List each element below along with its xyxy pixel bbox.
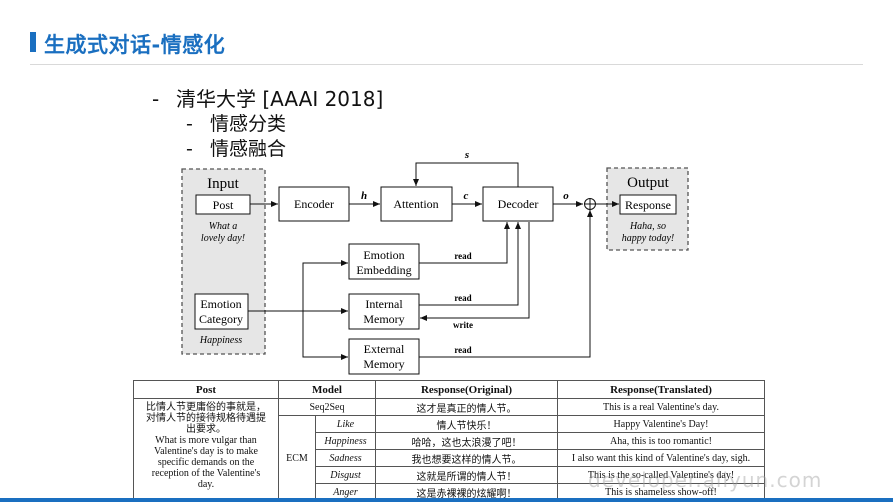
emotion-cell: Happiness [315, 432, 376, 450]
var-o: o [563, 190, 569, 202]
slide-title: 生成式对话-情感化 [44, 33, 226, 57]
internal-memory-label: Internal [365, 297, 403, 311]
post-line: day. [197, 479, 215, 490]
translated-cell: Happy Valentine's Day! [557, 415, 765, 433]
table-header-row: Post Model Response(Original) Response(T… [133, 380, 765, 399]
post-example-line: lovely day! [201, 233, 245, 244]
post-line: 对情人节的接待规格待遇提 [146, 413, 266, 424]
model-cell: Seq2Seq [278, 398, 376, 416]
post-line: specific demands on the [157, 457, 255, 468]
var-s: s [464, 149, 469, 161]
read-label: read [454, 293, 471, 303]
translated-cell: Aha, this is too romantic! [557, 432, 765, 450]
emotion-cell: Like [315, 415, 376, 433]
bullet-text: 情感融合 [210, 138, 287, 160]
original-cell: 哈哈，这也太浪漫了吧！ [375, 432, 558, 450]
response-box [619, 194, 677, 215]
watermark: developer.aliyun.com [588, 468, 823, 492]
internal-memory-label: Memory [363, 312, 404, 326]
emotion-embedding-box [348, 243, 420, 280]
table-header: Response(Translated) [557, 380, 765, 399]
post-line: Valentine's day is to make [154, 446, 258, 457]
arrow-decoder-state-feedback [413, 162, 519, 187]
external-memory-label: External [364, 342, 405, 356]
read-label: read [454, 251, 471, 261]
example-table: Post Model Response(Original) Response(T… [133, 380, 765, 501]
encoder-label: Encoder [294, 197, 334, 211]
read-label: read [454, 345, 471, 355]
bullet-text: 清华大学 [AAAI 2018] [176, 87, 384, 111]
post-example-line: What a [209, 221, 238, 232]
post-line: 出要求。 [186, 424, 226, 435]
title-divider [30, 64, 863, 65]
original-cell: 我也想要这样的情人节。 [375, 449, 558, 467]
arrow-category-external-memory [302, 311, 348, 360]
arrow-read-external-memory [419, 210, 593, 358]
arrow-write-internal-memory [420, 222, 530, 321]
post-line: What is more vulgar than [155, 435, 257, 446]
external-memory-label: Memory [363, 357, 404, 371]
bullet-item: -情感分类 [186, 113, 287, 135]
bullet-list: -清华大学 [AAAI 2018] -情感分类 -情感融合 [152, 86, 383, 162]
input-title: Input [207, 176, 239, 192]
original-cell: 这才是真正的情人节。 [375, 398, 558, 416]
write-label: write [453, 320, 473, 330]
emotion-embedding-label: Embedding [356, 263, 411, 277]
attention-label: Attention [393, 197, 438, 211]
table-row: Disgust 这就是所谓的情人节！ This is the so-called… [134, 466, 765, 484]
original-cell: 这就是所谓的情人节！ [375, 466, 558, 484]
var-h: h [361, 190, 367, 202]
translated-cell: I also want this kind of Valentine's day… [557, 449, 765, 467]
decoder-box [482, 186, 554, 222]
table-header: Post [133, 380, 279, 399]
response-label: Response [625, 198, 671, 212]
decoder-label: Decoder [498, 197, 539, 211]
arrow-read-embedding [419, 222, 510, 264]
internal-memory-box [348, 293, 420, 330]
post-label: Post [213, 198, 234, 212]
original-cell: 情人节快乐！ [375, 415, 558, 433]
ecm-model-cell: ECM [278, 415, 316, 501]
output-title: Output [627, 175, 670, 191]
bottom-accent-bar [0, 498, 893, 502]
emotion-cell: Sadness [315, 449, 376, 467]
emotion-cell: Disgust [315, 466, 376, 484]
encoder-box [278, 186, 350, 222]
title-accent-bar [30, 32, 36, 52]
post-line: 比情人节更庸俗的事就是， [146, 402, 266, 413]
ecm-architecture-diagram: Input Post What a lovely day! Emotion Ca… [181, 149, 689, 375]
emotion-category-example: Happiness [199, 335, 242, 346]
response-example-line: Haha, so [629, 221, 666, 232]
bullet-text: 情感分类 [210, 113, 287, 135]
post-line: reception of the Valentine's [151, 468, 261, 479]
post-cell: 比情人节更庸俗的事就是， 对情人节的接待规格待遇提 出要求。 What is m… [133, 398, 279, 501]
emotion-category-label: Category [199, 312, 243, 326]
var-c: c [464, 190, 469, 202]
arrow-read-internal-memory [419, 222, 521, 306]
translated-cell: This is a real Valentine's day. [557, 398, 765, 416]
table-row: 比情人节更庸俗的事就是， 对情人节的接待规格待遇提 出要求。 What is m… [133, 398, 765, 501]
table-header: Model [278, 380, 376, 399]
response-example-line: happy today! [622, 233, 675, 244]
table-row: ECM Like 情人节快乐！ Happy Valentine's Day! [134, 415, 765, 501]
table-header: Response(Original) [375, 380, 558, 399]
emotion-category-label: Emotion [200, 297, 241, 311]
bullet-item: -清华大学 [AAAI 2018] [152, 87, 384, 111]
arrow-category-embedding [302, 260, 348, 311]
bullet-item: -情感融合 [186, 138, 287, 160]
emotion-embedding-label: Emotion [363, 248, 404, 262]
